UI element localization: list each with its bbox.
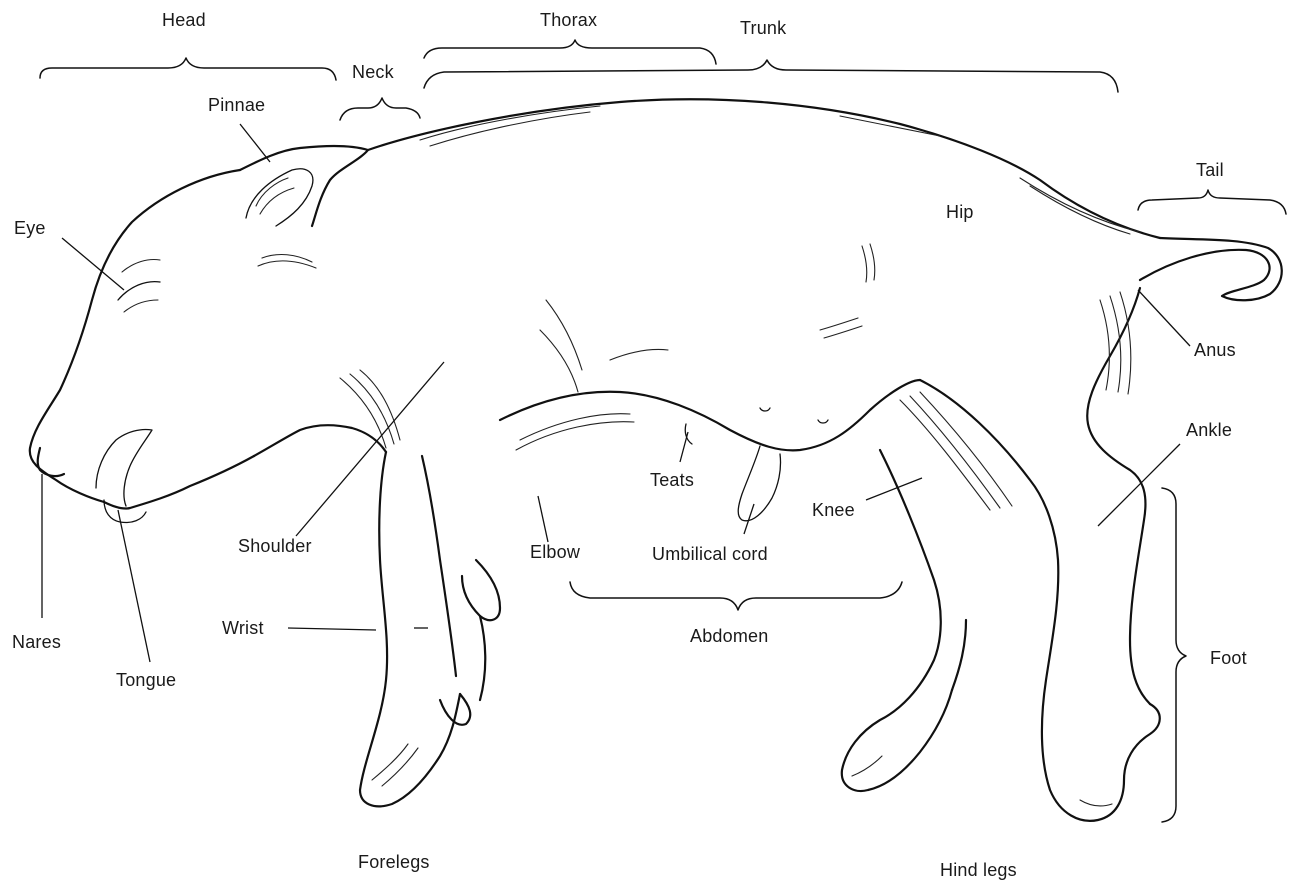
neck-brace xyxy=(340,98,420,120)
pig-body xyxy=(30,99,1282,821)
label-umbilical-cord: Umbilical cord xyxy=(652,544,768,565)
label-teats: Teats xyxy=(650,470,694,491)
label-shoulder: Shoulder xyxy=(238,536,312,557)
label-forelegs: Forelegs xyxy=(358,852,430,873)
leader-lines xyxy=(42,124,1190,662)
leader-shoulder xyxy=(296,362,444,536)
foot-brace xyxy=(1162,488,1186,822)
leader-pinnae xyxy=(240,124,270,162)
label-pinnae: Pinnae xyxy=(208,95,265,116)
head-brace xyxy=(40,58,336,80)
label-nares: Nares xyxy=(12,632,61,653)
leader-wrist xyxy=(288,628,376,630)
label-tongue: Tongue xyxy=(116,670,176,691)
label-anus: Anus xyxy=(1194,340,1236,361)
thorax-brace xyxy=(424,40,716,64)
label-neck: Neck xyxy=(352,62,394,83)
label-hind-legs: Hind legs xyxy=(940,860,1017,881)
label-abdomen: Abdomen xyxy=(690,626,768,647)
tail-brace xyxy=(1138,190,1286,214)
abdomen-brace xyxy=(570,582,902,610)
label-ankle: Ankle xyxy=(1186,420,1232,441)
leader-teats xyxy=(680,432,688,462)
label-foot: Foot xyxy=(1210,648,1247,669)
leader-tongue xyxy=(118,510,150,662)
label-wrist: Wrist xyxy=(222,618,264,639)
label-knee: Knee xyxy=(812,500,855,521)
label-tail: Tail xyxy=(1196,160,1224,181)
label-trunk: Trunk xyxy=(740,18,786,39)
leader-elbow xyxy=(538,496,548,542)
label-eye: Eye xyxy=(14,218,46,239)
leader-anus xyxy=(1138,290,1190,346)
label-hip: Hip xyxy=(946,202,974,223)
label-head: Head xyxy=(162,10,206,31)
trunk-brace xyxy=(424,60,1118,92)
label-thorax: Thorax xyxy=(540,10,597,31)
label-elbow: Elbow xyxy=(530,542,580,563)
